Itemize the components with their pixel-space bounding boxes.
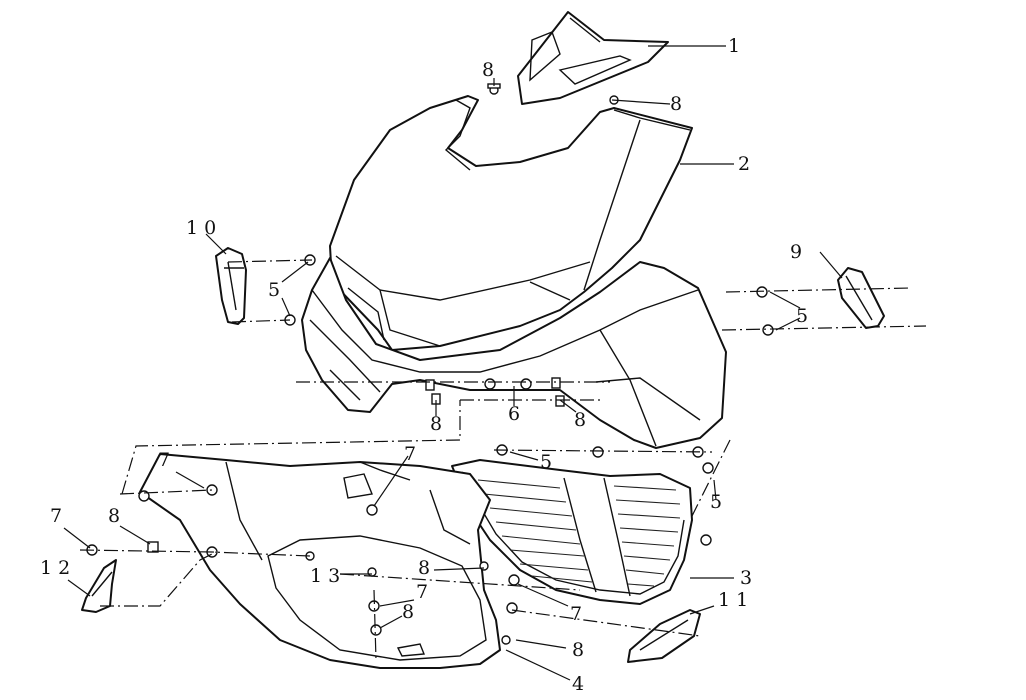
part-12-left-reflector	[81, 559, 117, 613]
callout-7-grille-bottom: 7	[570, 603, 582, 625]
callout-2: 2	[738, 153, 750, 175]
callout-8-far-left: 8	[108, 505, 120, 527]
callout-8-body-left: 8	[430, 413, 442, 435]
callout-8-shield-lower: 8	[402, 601, 414, 623]
callout-3: 3	[740, 567, 752, 589]
leader-lines	[63, 45, 843, 681]
callout-7-shield-top: 7	[404, 443, 416, 465]
callout-8-body-right: 8	[574, 409, 586, 431]
callout-5-grille-top: 5	[540, 451, 552, 473]
callout-7-shield-left: 7	[158, 449, 170, 471]
callout-1: 1	[728, 35, 740, 57]
callout-6: 6	[508, 403, 520, 425]
callout-12: 1 2	[40, 557, 70, 579]
callout-13: 1 3	[310, 565, 340, 587]
part-3-grille	[451, 459, 693, 605]
callout-5-left: 5	[268, 279, 280, 301]
part-1-visor	[517, 11, 669, 105]
callout-8-visor-right: 8	[670, 93, 682, 115]
callout-numbers: 1 2 3 4 5 5 5 5 6 7 7 7 7 7 8 8 8 8 8 8 …	[40, 35, 808, 695]
assembly-lines	[79, 259, 927, 661]
part-9-right-signal	[837, 267, 885, 329]
callout-9: 9	[790, 241, 802, 263]
callout-11: 1 1	[718, 589, 748, 611]
part-2-upper-cowl	[329, 95, 693, 351]
part-10-left-signal	[215, 247, 247, 325]
callout-10: 1 0	[186, 217, 216, 239]
callout-8-visor-left: 8	[482, 59, 494, 81]
callout-4: 4	[572, 673, 584, 695]
callout-8-shield-mid: 8	[418, 557, 430, 579]
part-4-lower-shield	[139, 453, 501, 669]
callout-7-shield-center: 7	[416, 581, 428, 603]
part-11-right-reflector	[627, 609, 701, 663]
callout-5-grille-side: 5	[710, 491, 722, 513]
callout-8-bottom-right: 8	[572, 639, 584, 661]
part-main-front-body	[301, 257, 727, 449]
callout-7-far-left: 7	[50, 505, 62, 527]
callout-5-right: 5	[796, 305, 808, 327]
